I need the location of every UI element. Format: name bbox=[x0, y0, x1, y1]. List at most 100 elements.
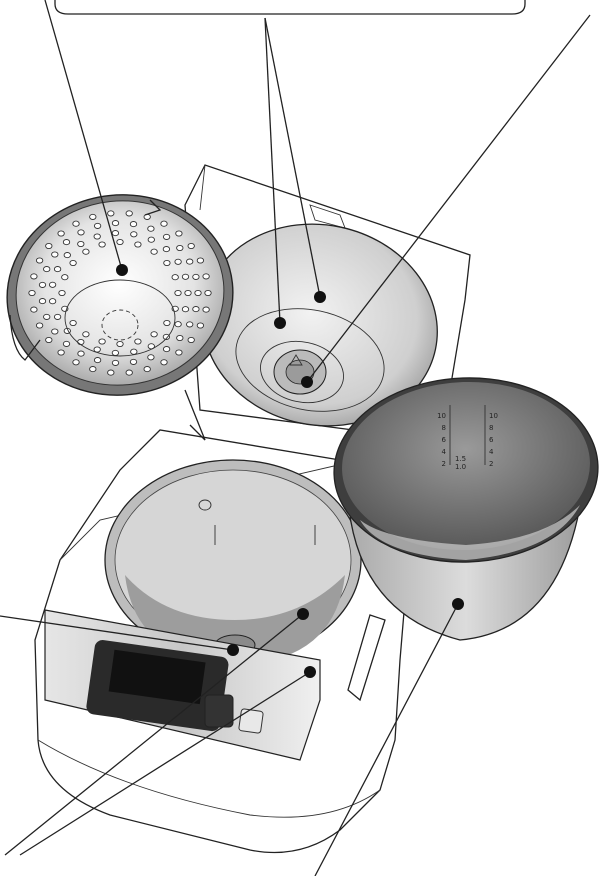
leader-detachable-lid bbox=[44, 0, 123, 271]
vent-hole bbox=[147, 236, 155, 243]
scale-number: 2 bbox=[442, 460, 446, 468]
vent-hole bbox=[58, 289, 66, 297]
vent-hole bbox=[187, 336, 195, 344]
scale-number: 6 bbox=[489, 436, 494, 444]
vent-hole bbox=[174, 321, 182, 328]
vent-hole bbox=[162, 346, 171, 353]
vent-hole bbox=[160, 220, 168, 227]
vent-hole bbox=[125, 210, 133, 217]
vent-hole bbox=[204, 289, 212, 297]
vent-hole bbox=[186, 258, 194, 265]
vent-hole bbox=[63, 252, 71, 259]
vent-hole bbox=[187, 242, 195, 250]
vent-hole bbox=[30, 306, 38, 313]
vent-hole bbox=[77, 229, 85, 236]
leader-cavity-1 bbox=[4, 613, 304, 856]
dot-cavity-1 bbox=[297, 608, 309, 620]
vent-hole bbox=[202, 273, 210, 280]
vent-hole bbox=[53, 313, 62, 320]
vent-hole bbox=[77, 350, 85, 357]
scale-mark-1-0: 1.0 bbox=[455, 463, 466, 471]
vent-hole bbox=[134, 241, 142, 248]
vent-hole bbox=[107, 210, 115, 217]
vent-hole bbox=[82, 331, 90, 338]
vent-hole bbox=[69, 319, 77, 327]
control-panel bbox=[44, 609, 321, 761]
vent-hole bbox=[130, 231, 138, 238]
vent-hole bbox=[35, 257, 44, 264]
leader-cavity-2 bbox=[19, 671, 311, 856]
dot-steam-vent bbox=[301, 376, 313, 388]
scale-number: 10 bbox=[437, 412, 446, 420]
vent-hole bbox=[77, 240, 85, 248]
callout-box bbox=[54, 0, 526, 15]
vent-hole bbox=[162, 333, 171, 340]
vent-hole bbox=[111, 230, 120, 237]
vent-hole bbox=[174, 258, 182, 265]
lcd-screen bbox=[108, 649, 206, 705]
vent-hole bbox=[45, 336, 53, 344]
vent-hole bbox=[93, 346, 101, 353]
dot-heating-plate bbox=[227, 644, 239, 656]
vent-hole bbox=[175, 230, 183, 237]
vent-hole bbox=[62, 239, 71, 246]
vent-hole bbox=[107, 369, 115, 376]
vent-hole bbox=[72, 359, 80, 366]
vent-hole bbox=[130, 348, 138, 355]
start-button[interactable] bbox=[204, 694, 234, 728]
side-latch bbox=[347, 614, 386, 702]
vent-hole bbox=[192, 273, 200, 280]
vent-hole bbox=[192, 306, 200, 313]
vent-hole bbox=[129, 221, 138, 228]
scale-number: 8 bbox=[489, 424, 493, 432]
vent-hole bbox=[45, 242, 53, 250]
dot-cavity-2 bbox=[304, 666, 316, 678]
vent-hole bbox=[175, 349, 183, 356]
vent-hole bbox=[202, 306, 210, 313]
vent-hole bbox=[48, 281, 57, 288]
inner-lid bbox=[202, 223, 438, 427]
vent-hole bbox=[51, 328, 59, 335]
vent-hole bbox=[194, 289, 202, 297]
vent-hole bbox=[93, 222, 102, 229]
vent-hole bbox=[196, 322, 205, 329]
vent-hole bbox=[150, 248, 158, 255]
vent-hole bbox=[111, 220, 120, 227]
scale-number: 10 bbox=[489, 412, 498, 420]
vent-hole bbox=[62, 340, 71, 347]
vent-hole bbox=[143, 213, 151, 220]
vent-hole bbox=[72, 220, 80, 227]
vent-hole bbox=[163, 259, 171, 267]
vent-hole bbox=[57, 349, 65, 356]
vent-hole bbox=[43, 313, 51, 320]
vent-hole bbox=[116, 238, 124, 246]
vent-hole bbox=[160, 359, 168, 366]
detachable-inner-lid bbox=[6, 194, 234, 441]
callout-dots bbox=[116, 264, 464, 678]
vent-hole bbox=[89, 366, 97, 373]
vent-hole bbox=[150, 331, 158, 338]
vent-hole bbox=[176, 334, 184, 342]
vent-hole bbox=[129, 358, 138, 365]
vent-hole bbox=[134, 338, 142, 345]
keep-warm-button[interactable] bbox=[238, 708, 264, 734]
scale-number: 2 bbox=[489, 460, 493, 468]
vent-hole bbox=[111, 349, 120, 356]
vent-hole bbox=[35, 322, 44, 329]
vent-hole bbox=[186, 321, 194, 328]
dot-detachable-lid bbox=[116, 264, 128, 276]
vent-hole bbox=[98, 241, 106, 248]
vent-hole bbox=[93, 357, 102, 364]
vent-hole bbox=[38, 281, 47, 288]
vent-hole bbox=[48, 298, 57, 305]
vent-holes bbox=[28, 210, 212, 376]
vent-hole bbox=[30, 273, 38, 280]
vent-hole bbox=[38, 298, 47, 305]
vent-hole bbox=[111, 359, 120, 366]
scale-number: 6 bbox=[442, 436, 447, 444]
vent-hole bbox=[43, 266, 51, 273]
